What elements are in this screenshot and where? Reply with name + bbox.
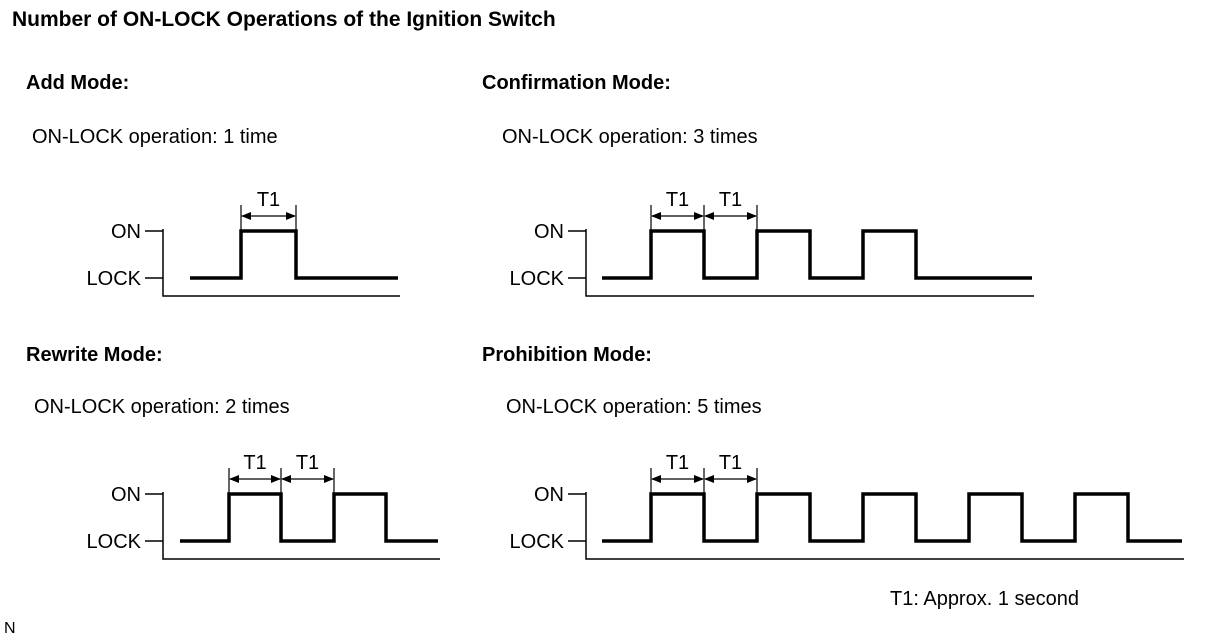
on-label: ON xyxy=(111,484,141,506)
timing-diagram-rewrite: ON LOCK T1 T1 xyxy=(87,452,440,560)
axis-lines xyxy=(585,492,1184,560)
t1-label: T1 xyxy=(719,452,742,474)
lock-label: LOCK xyxy=(510,268,565,290)
t1-label: T1 xyxy=(243,452,266,474)
operation-text-prohibition: ON-LOCK operation: 5 times xyxy=(506,396,762,418)
lock-label: LOCK xyxy=(87,268,142,290)
timing-diagram-prohibition: ON LOCK T1 T1 xyxy=(510,452,1184,560)
on-label: ON xyxy=(111,221,141,243)
t1-label: T1 xyxy=(296,452,319,474)
operation-text-add: ON-LOCK operation: 1 time xyxy=(32,126,278,148)
corner-mark: N xyxy=(4,620,16,637)
operation-text-confirmation: ON-LOCK operation: 3 times xyxy=(502,126,758,148)
t1-label: T1 xyxy=(666,452,689,474)
mode-title-confirmation: Confirmation Mode: xyxy=(482,72,671,94)
axis-lines xyxy=(162,492,440,560)
timing-diagram-add: ON LOCK T1 xyxy=(87,189,400,297)
mode-title-prohibition: Prohibition Mode: xyxy=(482,344,652,366)
t1-label: T1 xyxy=(257,189,280,211)
page-title: Number of ON-LOCK Operations of the Igni… xyxy=(12,8,556,31)
axis-lines xyxy=(162,229,400,297)
t1-label: T1 xyxy=(719,189,742,211)
lock-label: LOCK xyxy=(510,531,565,553)
signal-waveform xyxy=(190,229,398,280)
signal-waveform xyxy=(602,229,1032,280)
on-label: ON xyxy=(534,221,564,243)
t1-note: T1: Approx. 1 second xyxy=(890,588,1080,610)
signal-waveform xyxy=(180,492,438,543)
t1-label: T1 xyxy=(666,189,689,211)
on-label: ON xyxy=(534,484,564,506)
mode-title-rewrite: Rewrite Mode: xyxy=(26,344,163,366)
timing-diagram-confirmation: ON LOCK T1 T1 xyxy=(510,189,1034,297)
axis-lines xyxy=(585,229,1034,297)
operation-text-rewrite: ON-LOCK operation: 2 times xyxy=(34,396,290,418)
lock-label: LOCK xyxy=(87,531,142,553)
mode-title-add: Add Mode: xyxy=(26,72,130,94)
signal-waveform xyxy=(602,492,1182,543)
